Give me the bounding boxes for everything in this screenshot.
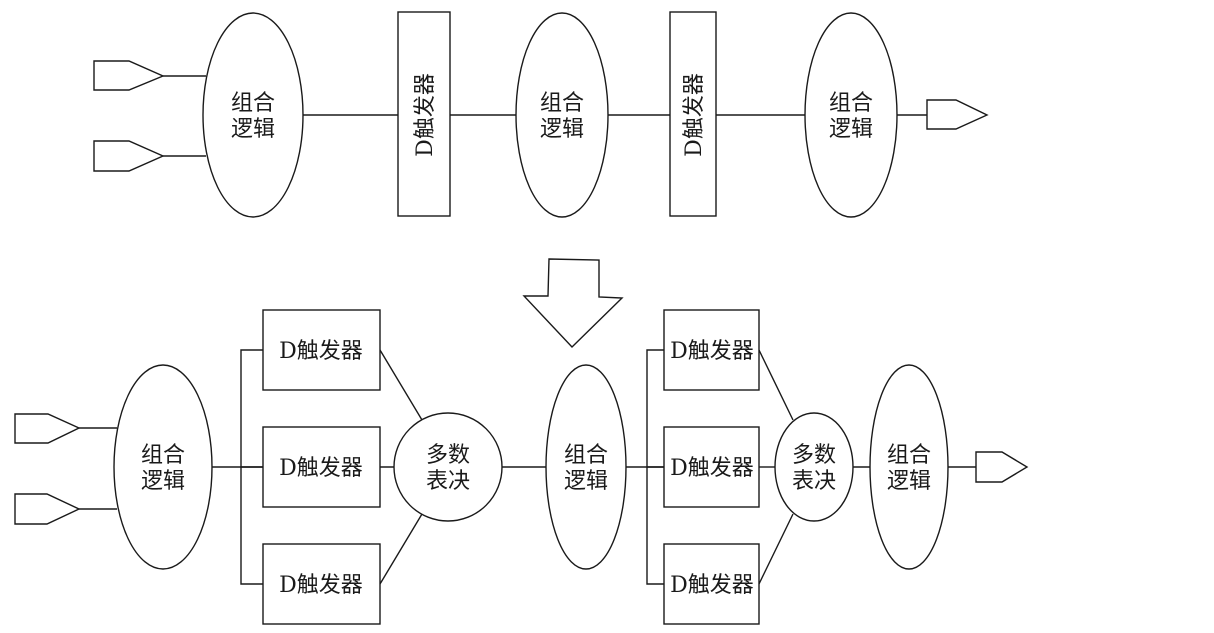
d-flip-flop-label: D触发器 [279,573,363,598]
combinational-logic-label-c2: 逻辑 [887,469,931,494]
d-flip-flop-label-2: D触发器 [682,73,707,157]
combinational-logic-label-2b: 逻辑 [540,117,584,142]
d-flip-flop-2c [663,543,760,625]
combinational-logic-label-3a: 组合 [829,91,873,116]
d-flip-flop-label: D触发器 [279,339,363,364]
combinational-logic-label-1b: 逻辑 [231,117,275,142]
d-flip-flop-label: D触发器 [279,456,363,481]
combinational-logic-label-a2: 逻辑 [141,469,185,494]
down-arrow-icon [522,258,624,348]
wire [379,349,423,421]
majority-voter-label-1b: 表决 [426,469,470,494]
input-port-1 [14,413,81,444]
wire [379,513,423,585]
top-chain: 组合 逻辑 D触发器 组合 逻辑 D触发器 组合 逻辑 [93,11,989,218]
wire [758,513,794,585]
d-flip-flop-label: D触发器 [670,456,754,481]
d-flip-flop-label: D触发器 [670,339,754,364]
majority-voter-label-2b: 表决 [792,469,836,494]
d-flip-flop-1 [397,11,451,217]
combinational-logic-label-c1: 组合 [887,443,931,468]
combinational-logic-label-3b: 逻辑 [829,117,873,142]
combinational-logic-label-2a: 组合 [540,91,584,116]
combinational-logic-label-1a: 组合 [231,91,275,116]
combinational-logic-label-a1: 组合 [141,443,185,468]
input-port-1 [93,60,165,91]
combinational-logic-label-b2: 逻辑 [564,469,608,494]
combinational-logic-label-b1: 组合 [564,443,608,468]
d-flip-flop-1b [262,426,381,508]
wire [758,349,794,421]
bottom-chain: 组合 逻辑 D触发器 D触发器 D触发器 多数 表决 组合 逻辑 D触发器 [14,309,1029,625]
d-flip-flop-2b [663,426,760,508]
output-port [926,99,989,130]
d-flip-flop-label-1: D触发器 [413,73,438,157]
d-flip-flop-2 [669,11,717,217]
d-flip-flop-label: D触发器 [670,573,754,598]
output-port [975,451,1029,483]
d-flip-flop-1a [262,309,381,391]
input-port-2 [93,140,165,172]
majority-voter-label-2a: 多数 [792,443,836,468]
majority-voter-label-1a: 多数 [426,443,470,468]
input-port-2 [14,493,81,525]
